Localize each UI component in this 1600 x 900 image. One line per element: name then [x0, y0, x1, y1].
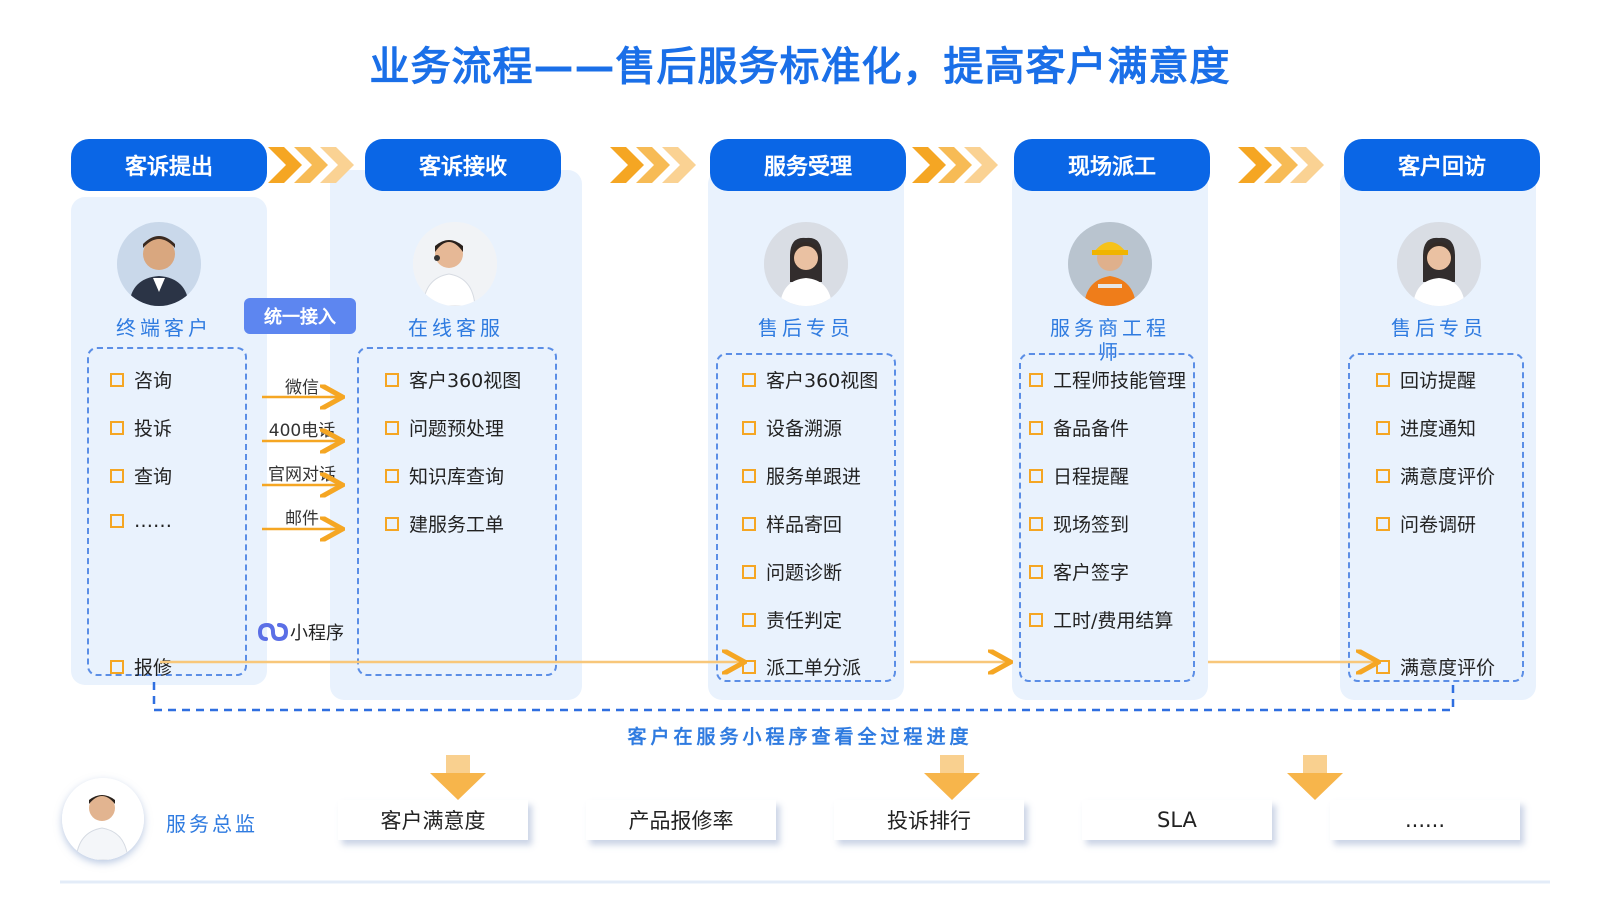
stage-header-field-dispatch: 现场派工: [1014, 139, 1210, 191]
role-label: 售后专员: [1391, 316, 1487, 340]
role-label: 服务商工程师: [1050, 316, 1170, 364]
role-label: 在线客服: [408, 316, 504, 340]
kpi-card: 投诉排行: [834, 800, 1024, 840]
kpi-card: ......: [1330, 800, 1520, 840]
progress-bracket: [152, 682, 1455, 712]
chevron-arrow-icon: [268, 147, 354, 183]
list-item: 问题预处理: [385, 414, 504, 441]
page-title: 业务流程——售后服务标准化，提高客户满意度: [369, 44, 1231, 90]
list-item: 问题诊断: [742, 558, 842, 585]
down-arrow-icon: [1287, 755, 1343, 800]
chevron-arrow-icon: [912, 147, 998, 183]
list-item: 工时/费用结算: [1029, 606, 1173, 633]
unified-access-badge: 统一接入: [244, 298, 356, 334]
stage-4-item-box: [1019, 353, 1195, 682]
list-item: 知识库查询: [385, 462, 504, 489]
list-item: 样品寄回: [742, 510, 842, 537]
customer-avatar: [117, 222, 201, 306]
down-arrow-icon: [430, 755, 486, 800]
list-item: 日程提醒: [1029, 462, 1129, 489]
mini-program-icon: [258, 622, 288, 642]
aftersales-specialist-avatar: [764, 222, 848, 306]
supervisor-avatar: [62, 778, 144, 860]
list-item: 工程师技能管理: [1029, 366, 1186, 393]
stage-2-item-box: [357, 347, 557, 676]
list-item: 问卷调研: [1376, 510, 1476, 537]
channel-label: 邮件: [285, 509, 319, 529]
stage-header-complaint-received: 客诉接收: [365, 139, 561, 191]
list-item: 客户360视图: [385, 366, 521, 393]
list-item: 建服务工单: [385, 510, 504, 537]
mini-program-label: 小程序: [258, 617, 344, 647]
engineer-avatar: [1068, 222, 1152, 306]
list-item: ……: [110, 510, 172, 532]
list-item: 咨询: [110, 366, 172, 393]
channel-label: 官网对话: [268, 465, 336, 485]
list-item: 投诉: [110, 414, 172, 441]
list-item: 进度通知: [1376, 414, 1476, 441]
stage-3-item-box: [716, 353, 896, 682]
list-item: 备品备件: [1029, 414, 1129, 441]
down-arrow-icon: [924, 755, 980, 800]
role-label: 售后专员: [758, 316, 854, 340]
online-agent-avatar: [413, 222, 497, 306]
stage-1-item-box: [87, 347, 247, 676]
channel-label: 400电话: [268, 421, 336, 441]
kpi-card: 客户满意度: [338, 800, 528, 840]
list-item: 现场签到: [1029, 510, 1129, 537]
supervisor-label: 服务总监: [166, 812, 258, 836]
aftersales-specialist-avatar: [1397, 222, 1481, 306]
progress-note: 客户在服务小程序查看全过程进度: [627, 726, 973, 748]
list-item: 客户360视图: [742, 366, 878, 393]
kpi-card: 产品报修率: [586, 800, 776, 840]
stage-header-service-accepted: 服务受理: [710, 139, 906, 191]
list-item: 满意度评价: [1376, 462, 1495, 489]
list-item: 设备溯源: [742, 414, 842, 441]
list-item: 查询: [110, 462, 172, 489]
chevron-arrow-icon: [1238, 147, 1324, 183]
list-item: 客户签字: [1029, 558, 1129, 585]
stage-header-customer-revisit: 客户回访: [1344, 139, 1540, 191]
list-item: 责任判定: [742, 606, 842, 633]
role-label: 终端客户: [116, 316, 212, 340]
chevron-arrow-icon: [610, 147, 696, 183]
stage-5-item-box: [1348, 353, 1524, 682]
stage-header-complaint-raised: 客诉提出: [71, 139, 267, 191]
kpi-card: SLA: [1082, 800, 1272, 840]
channel-label: 微信: [285, 378, 319, 398]
list-item: 回访提醒: [1376, 366, 1476, 393]
list-item: 服务单跟进: [742, 462, 861, 489]
